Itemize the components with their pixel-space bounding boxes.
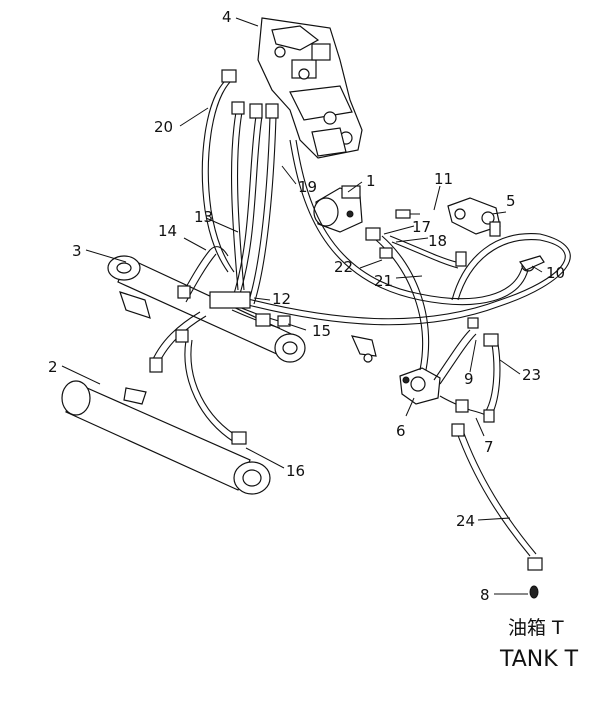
callout-4: 4 [222, 8, 232, 26]
callout-3: 3 [72, 242, 82, 260]
callout-2: 2 [48, 358, 58, 376]
callout-6: 6 [396, 422, 406, 440]
callout-11: 11 [434, 170, 453, 188]
steering-unit [313, 185, 363, 233]
callout-20: 20 [154, 118, 173, 136]
control-valve-block [257, 17, 363, 159]
callout-16: 16 [286, 462, 305, 480]
priority-valve [447, 197, 501, 237]
callout-8: 8 [480, 586, 490, 604]
callout-1: 1 [366, 172, 376, 190]
tank-label-chinese: 油箱 T [508, 617, 564, 639]
steering-cylinder-lower [61, 380, 271, 495]
callout-14: 14 [158, 222, 177, 240]
callout-22: 22 [334, 258, 353, 276]
fitting-10 [519, 255, 545, 272]
valve-6 [399, 367, 441, 405]
steering-cylinder-upper [107, 255, 306, 363]
leader-lines [61, 17, 543, 595]
callout-15: 15 [312, 322, 331, 340]
callout-labels: 1 2 3 4 5 6 7 8 9 10 11 12 13 14 15 16 1… [48, 8, 565, 604]
fittings [149, 69, 543, 599]
callout-23: 23 [522, 366, 541, 384]
callout-18: 18 [428, 232, 447, 250]
callout-5: 5 [506, 192, 516, 210]
callout-24: 24 [456, 512, 475, 530]
callout-21: 21 [374, 272, 393, 290]
tank-label-english: TANK T [499, 647, 579, 672]
callout-7: 7 [484, 438, 494, 456]
callout-17: 17 [412, 218, 431, 236]
callout-13: 13 [194, 208, 213, 226]
callout-10: 10 [546, 264, 565, 282]
callout-19: 19 [298, 178, 317, 196]
callout-12: 12 [272, 290, 291, 308]
callout-9: 9 [464, 370, 474, 388]
